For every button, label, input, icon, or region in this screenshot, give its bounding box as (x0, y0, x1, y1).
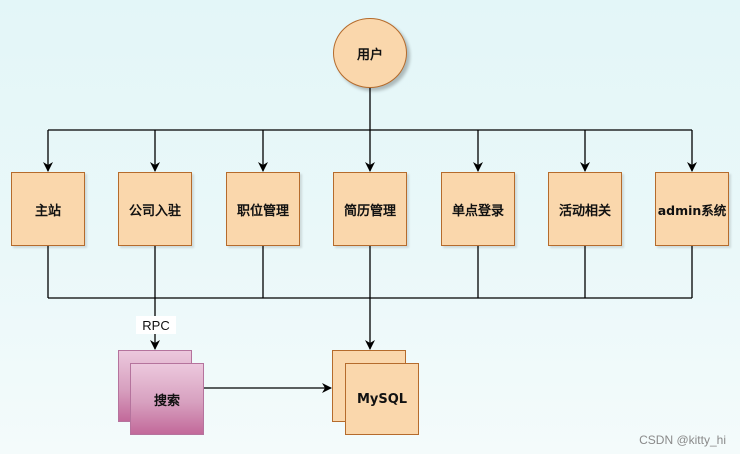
rpc-label: RPC (136, 316, 176, 334)
module-company-onboarding: 公司入驻 (118, 172, 192, 246)
module-label: 主站 (34, 203, 61, 219)
watermark: CSDN @kitty_hi (639, 433, 726, 447)
module-label: 职位管理 (236, 203, 289, 219)
mysql-node-label: MySQL (356, 391, 408, 407)
module-main-site: 主站 (11, 172, 85, 246)
search-node: 搜索 (130, 363, 204, 435)
module-activities: 活动相关 (548, 172, 622, 246)
module-label: 活动相关 (558, 203, 611, 219)
user-node: 用户 (333, 18, 407, 88)
module-label: admin系统 (657, 202, 727, 218)
mysql-node: MySQL (345, 363, 419, 435)
module-resume-management: 简历管理 (333, 172, 407, 246)
module-label: 简历管理 (343, 203, 396, 219)
module-job-management: 职位管理 (226, 172, 300, 246)
module-admin-system: admin系统 (655, 172, 729, 246)
user-node-label: 用户 (356, 47, 383, 63)
search-node-label: 搜索 (153, 393, 180, 409)
module-label: 公司入驻 (128, 203, 181, 219)
module-sso: 单点登录 (441, 172, 515, 246)
module-label: 单点登录 (451, 203, 504, 219)
